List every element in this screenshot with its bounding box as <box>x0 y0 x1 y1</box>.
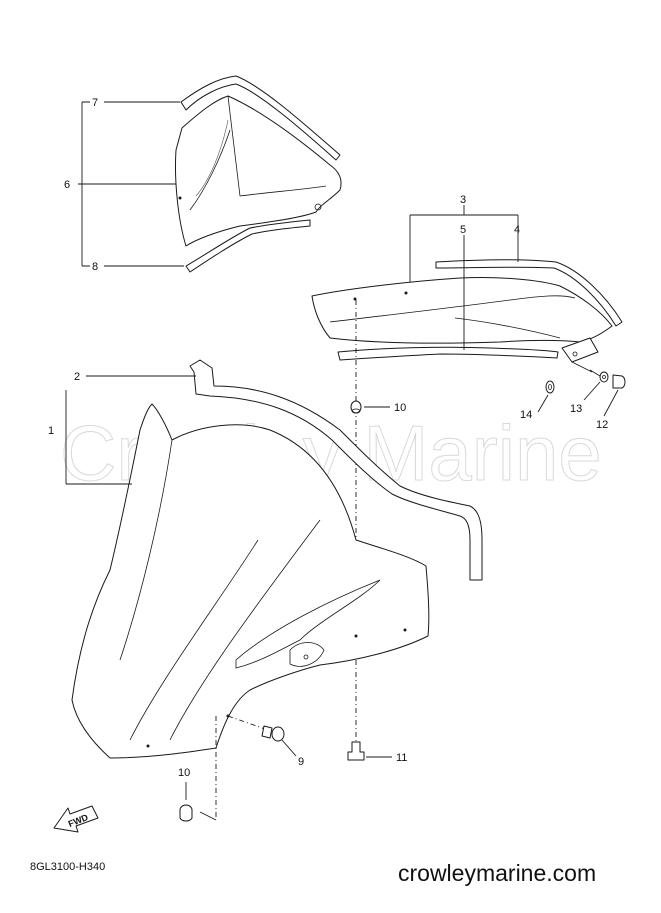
callout-4: 4 <box>514 224 520 236</box>
seal-part-2 <box>189 359 483 581</box>
callout-11: 11 <box>396 752 407 764</box>
grommet-part-10-lower <box>179 716 217 822</box>
cover-part-6 <box>175 95 342 247</box>
assembly-line-center <box>347 300 392 761</box>
callout-6: 6 <box>64 179 70 191</box>
panel-part-3 <box>311 276 613 363</box>
leaders-left <box>65 375 196 485</box>
callout-9: 9 <box>298 756 304 768</box>
bolt-part-9 <box>227 715 297 757</box>
callout-7: 7 <box>92 97 98 109</box>
seal-part-4 <box>435 259 623 327</box>
callout-5: 5 <box>460 224 466 236</box>
seal-part-5 <box>337 346 559 361</box>
seal-part-7 <box>180 75 341 161</box>
leaders-upper-right <box>409 205 519 350</box>
fwd-arrow-icon: FWD <box>53 805 99 833</box>
hardware-12-13-14 <box>537 361 626 417</box>
callout-8: 8 <box>92 261 98 273</box>
callout-10-upper: 10 <box>394 402 406 414</box>
leaders-upper-left <box>78 101 184 267</box>
callout-2: 2 <box>74 371 80 383</box>
footer-url: crowleymarine.com <box>398 860 596 886</box>
callout-1: 1 <box>48 425 54 437</box>
callout-12: 12 <box>596 419 608 431</box>
diagram-code: 8GL3100-H340 <box>30 861 105 873</box>
callout-14: 14 <box>520 409 532 421</box>
callout-10-lower: 10 <box>178 767 190 779</box>
seal-part-8 <box>185 219 311 273</box>
callout-3: 3 <box>460 194 466 206</box>
windshield-part-1 <box>71 403 430 759</box>
callout-13: 13 <box>570 403 582 415</box>
